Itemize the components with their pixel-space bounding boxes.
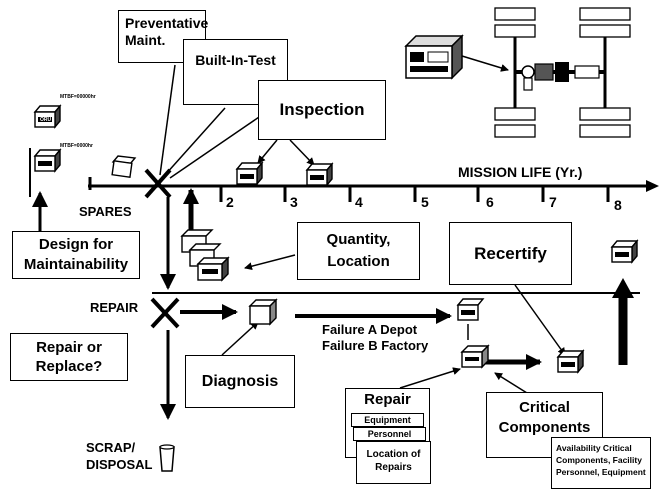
diagnosis-label: Diagnosis xyxy=(201,373,279,390)
availability-label: Availability Critical Components, Facili… xyxy=(556,443,646,477)
axis-tick-labels: 2 3 4 5 6 7 8 xyxy=(226,194,622,213)
scrap-label: SCRAP/ xyxy=(86,440,136,455)
repair-x-mark xyxy=(150,297,180,329)
repair-location-label: Location of Repairs xyxy=(366,449,421,473)
oru-factory xyxy=(460,344,490,369)
oru-upper-1 xyxy=(33,104,62,129)
quantity-arrow xyxy=(244,254,296,271)
quantity-location-label: Quantity, Location xyxy=(326,231,391,270)
recertify-label: Recertify xyxy=(474,244,547,263)
axis-ticks xyxy=(219,186,610,202)
critical-components-label: Critical Components xyxy=(498,399,591,436)
repair-location-box: Location of Repairs xyxy=(356,441,431,484)
axis-tick-label: 8 xyxy=(614,197,622,213)
oru-depot xyxy=(456,298,485,321)
diagnosis-pointer xyxy=(221,321,259,356)
spares-x-mark xyxy=(144,168,172,199)
quantity-location-box: Quantity, Location xyxy=(297,222,420,280)
oru-upper-2 xyxy=(33,148,62,173)
failure-a-label: Failure A Depot xyxy=(322,322,418,337)
repair-personnel-label: Personnel xyxy=(367,429,412,439)
spares-label: SPARES xyxy=(79,204,132,219)
oru-spares-stack xyxy=(180,229,230,282)
module-to-station-arrow xyxy=(461,55,509,72)
axis-tick-label: 2 xyxy=(226,194,234,210)
oru-spares-tilted xyxy=(111,155,137,178)
return-to-service-head xyxy=(612,278,634,298)
repair-pointer xyxy=(399,367,461,389)
built-in-test-label: Built-In-Test xyxy=(195,52,276,68)
repair-personnel-box: Personnel xyxy=(353,427,426,441)
mtbf-label-1: MTBF=00000hr xyxy=(60,94,96,100)
design-for-maintainability-label: Design for Maintainability xyxy=(23,236,129,273)
repair-or-replace-box: Repair or Replace? xyxy=(10,333,128,381)
oru-right-recertified xyxy=(610,239,639,264)
axis-tick-label: 7 xyxy=(549,194,557,210)
axis-tick-label: 4 xyxy=(355,194,363,210)
axis-tick-label: 3 xyxy=(290,194,298,210)
scrap-bin-icon xyxy=(159,444,175,472)
oru-critical xyxy=(556,349,585,374)
oru-label: ORU xyxy=(40,117,52,123)
repair-box-label: Repair xyxy=(364,391,411,408)
oru-diagnosis xyxy=(248,298,278,326)
recertify-arrow xyxy=(514,284,566,356)
bit-line xyxy=(164,107,226,176)
oru-on-axis-2 xyxy=(305,162,334,187)
preventative-maintenance-label: Preventative Maint. xyxy=(125,15,209,48)
axis-tick-label: 6 xyxy=(486,194,494,210)
pm-line xyxy=(159,64,176,176)
repair-or-replace-label: Repair or Replace? xyxy=(35,339,103,375)
axis-tick-label: 5 xyxy=(421,194,429,210)
repair-label: REPAIR xyxy=(90,300,139,315)
recertify-box: Recertify xyxy=(449,222,572,285)
axis-arrowhead xyxy=(646,180,659,192)
mtbf-label-2: MTBF=0000hr xyxy=(60,143,93,149)
inspection-arrow-1 xyxy=(257,139,278,164)
repair-equipment-box: Equipment xyxy=(351,413,424,427)
inspection-arrow-2 xyxy=(289,139,315,166)
space-station-icon xyxy=(494,7,631,138)
repair-equipment-label: Equipment xyxy=(364,415,411,425)
inspection-label: Inspection xyxy=(279,100,365,119)
design-for-maintainability-box: Design for Maintainability xyxy=(12,231,140,279)
disposal-label: DISPOSAL xyxy=(86,457,153,472)
diagnosis-box: Diagnosis xyxy=(185,355,295,408)
availability-box: Availability Critical Components, Facili… xyxy=(551,437,651,489)
mission-life-axis: 2 3 4 5 6 7 8 xyxy=(88,177,659,213)
oru-module-icon xyxy=(404,34,464,80)
inspection-line-1 xyxy=(169,114,263,179)
mission-life-label: MISSION LIFE (Yr.) xyxy=(458,164,583,180)
oru-on-axis-1 xyxy=(235,161,264,186)
inspection-box: Inspection xyxy=(258,80,386,140)
failure-b-label: Failure B Factory xyxy=(322,338,429,353)
preventative-maintenance-box: Preventative Maint. xyxy=(118,10,209,63)
